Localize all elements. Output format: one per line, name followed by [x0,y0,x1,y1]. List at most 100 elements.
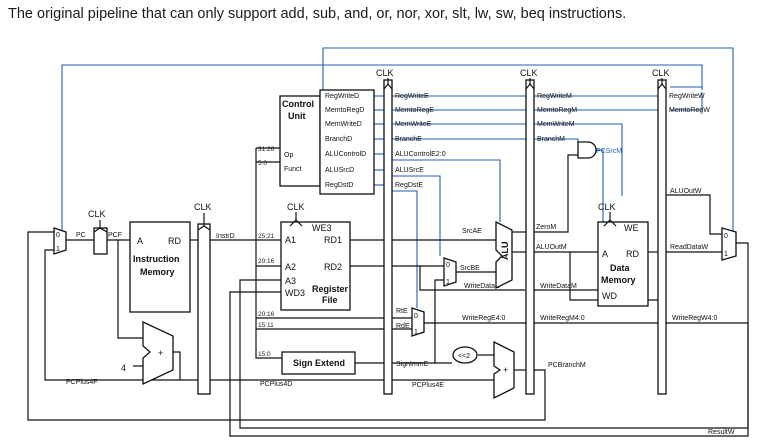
memory-signal: MemWriteM [537,121,575,128]
clk-label: CLK [376,68,394,78]
execute-signal: MemWriteE [395,121,432,128]
memory-signal: MemtoRegM [537,107,577,114]
alu-label: ALU [500,242,510,261]
decode-signal-box [319,89,375,195]
pcf-label: PCF [108,232,122,239]
control-title: Unit [288,111,306,121]
clk-label: CLK [194,202,212,212]
pipeline-reg-mw [657,79,667,395]
control-funct-port: Funct [284,166,302,173]
clk-label: CLK [598,202,616,212]
pcplus4f-label: PCPlus4F [66,379,98,386]
pc-register [93,227,108,255]
caption: The original pipeline that can only supp… [8,6,627,22]
clk-label: CLK [88,209,106,219]
shift-left-2-unit [452,346,478,364]
srcb-mux [443,257,457,287]
execute-signal: ALUControlE2:0 [395,151,446,158]
adder-plus: + [503,365,508,375]
mux-input-0: 0 [446,262,450,269]
mux-input-1: 1 [414,329,418,336]
zerom-label: ZeroM [536,224,556,231]
dmem-title: Memory [601,275,636,285]
writeregm-label: WriteRegM4:0 [540,315,585,322]
bits-15-0: 15:0 [258,351,271,358]
execute-signal: RegWriteE [395,93,429,100]
regfile-title: Register [312,284,349,294]
dmem-rd-port: RD [626,249,639,259]
control-unit [279,95,321,187]
execute-signal: BranchE [395,136,422,143]
regfile-a2: A2 [285,262,296,272]
pipeline-reg-de [383,79,393,395]
rde-label: RdE [396,323,410,330]
mux-input-1: 1 [446,279,450,286]
dmem-title: Data [610,263,631,273]
decode-signal: MemWriteD [325,121,362,128]
dmem-a-port: A [602,249,608,259]
decode-signal: RegDstD [325,182,353,189]
mux-input-0: 0 [414,313,418,320]
resultw-label: ResultW [708,429,735,436]
control-op-port: Op [284,152,293,159]
imem-rd-port: RD [168,236,181,246]
regfile-we3: WE3 [312,223,332,233]
execute-signal: MemtoRegE [395,107,434,114]
constant-four: 4 [121,363,126,373]
pc-plus4-adder [142,320,174,386]
sign-extend-label: Sign Extend [293,358,345,368]
shift-label: <<2 [458,353,470,360]
decode-signal: ALUControlD [325,151,366,158]
clk-label: CLK [287,202,305,212]
pcplus4d-label: PCPlus4D [260,381,292,388]
rte-label: RtE [396,308,408,315]
decode-signal: BranchD [325,136,352,143]
srcbe-label: SrcBE [460,265,480,272]
clk-label: CLK [652,68,670,78]
bits-5-0: 5:0 [258,160,267,167]
writeregw-label: WriteRegW4:0 [672,315,717,322]
srcae-label: SrcAE [462,228,482,235]
instruction-memory [129,221,191,313]
bits-20-16: 20:16 [258,258,275,265]
writedatam-label: WriteDataM [540,283,577,290]
memory-signal: RegWriteM [537,93,572,100]
regfile-a1: A1 [285,235,296,245]
branch-adder [493,340,515,400]
regfile-rd1: RD1 [324,235,342,245]
execute-signal: RegDstE [395,182,423,189]
writeback-signal: RegWriteW [669,93,705,100]
mux-input-0: 0 [56,232,60,239]
execute-signal: ALUSrcE [395,167,424,174]
pipeline-registers [197,78,667,395]
register-file [280,221,351,311]
bits-25-21: 25:21 [258,233,275,240]
regfile-rd2: RD2 [324,262,342,272]
aluoutm-label: ALUOutM [536,244,567,251]
bits-20-16: 20:16 [258,311,275,318]
imem-a-port: A [137,236,143,246]
pc-label: PC [76,232,86,239]
regfile-a3: A3 [285,276,296,286]
pipeline-reg-em [525,79,535,395]
instrd-label: InstrD [216,233,235,240]
adder-plus: + [158,348,163,358]
regfile-title: File [322,295,338,305]
decode-signal: RegWriteD [325,93,359,100]
pipeline-reg-fd [197,223,211,395]
mux-input-1: 1 [724,251,728,258]
pcbranchm-label: PCBranchM [548,362,586,369]
clk-label: CLK [520,68,538,78]
bits-31-26: 31:26 [258,146,275,153]
pc-mux [53,227,67,255]
decode-signal: ALUSrcD [325,167,354,174]
pcsrcm-label: PCSrcM [596,148,622,155]
result-mux [721,227,737,261]
aluoutw-label: ALUOutW [670,188,702,195]
imem-title: Instruction [133,254,180,264]
alu [495,220,513,290]
memory-signal: BranchM [537,136,565,143]
imem-title: Memory [140,267,175,277]
readdataw-label: ReadDataW [670,244,709,251]
